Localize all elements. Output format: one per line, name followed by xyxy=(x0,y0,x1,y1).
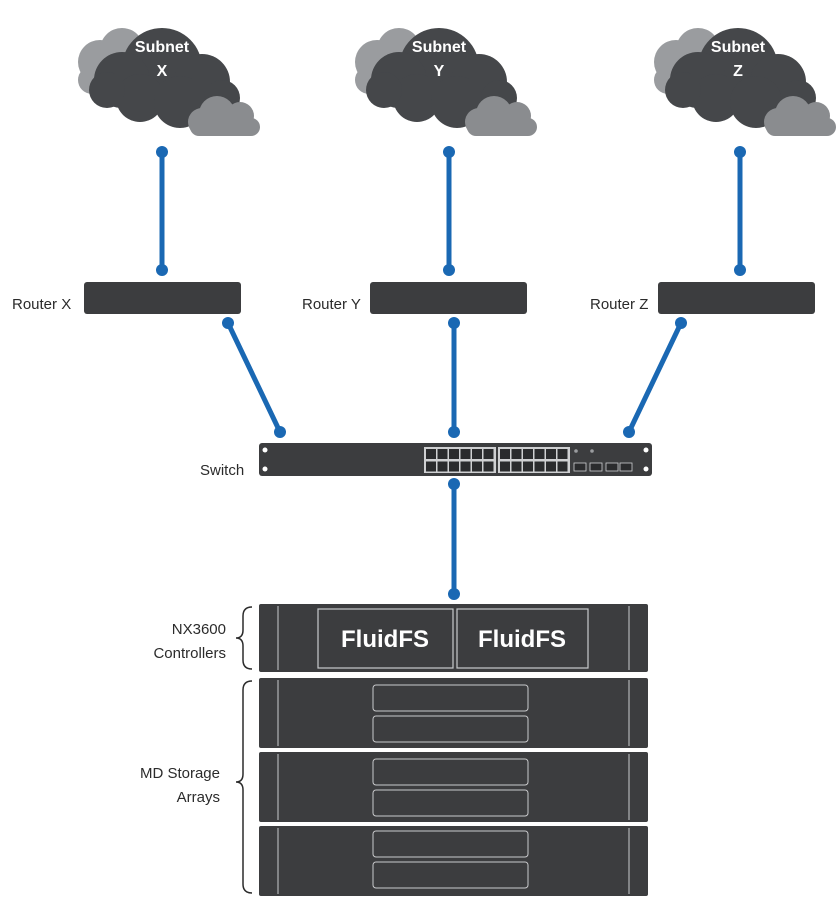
switch-port xyxy=(483,461,494,472)
endpoint-dot xyxy=(274,426,286,438)
endpoint-dot xyxy=(448,588,460,600)
router-y: Router Y xyxy=(302,282,527,314)
endpoint-dot xyxy=(443,146,455,158)
drive-bay xyxy=(372,715,529,743)
router-x-device xyxy=(84,282,241,314)
drive-bay xyxy=(372,830,529,858)
switch-port xyxy=(500,449,510,459)
drive-bay xyxy=(372,684,529,712)
subnet-z-label: Subnet xyxy=(711,39,766,56)
switch-port xyxy=(619,462,633,472)
router-z: Router Z xyxy=(590,282,815,314)
endpoint-dot xyxy=(623,426,635,438)
fluidfs-module-1-label: FluidFS xyxy=(341,626,429,653)
switch-port xyxy=(437,449,448,459)
router-x-label: Router X xyxy=(12,296,71,313)
drive-bay xyxy=(372,758,529,786)
router-z-label: Router Z xyxy=(590,296,648,313)
router-z-device xyxy=(658,282,815,314)
link-router-x-switch xyxy=(225,320,283,435)
fluidfs-module-2-label: FluidFS xyxy=(478,626,566,653)
storage-label-line1: MD Storage xyxy=(140,765,220,782)
switch-port xyxy=(483,449,494,459)
switch-port xyxy=(605,462,619,472)
switch-port xyxy=(546,461,556,472)
endpoint-dot xyxy=(156,264,168,276)
links xyxy=(159,149,743,597)
controllers-label-line2: Controllers xyxy=(153,645,226,662)
router-x: Router X xyxy=(12,282,241,314)
subnet-y-cloud: Subnet Y xyxy=(355,28,537,136)
chassis-rails xyxy=(277,606,630,670)
status-led xyxy=(590,449,594,453)
endpoint-dot xyxy=(156,146,168,158)
endpoint-dot xyxy=(448,426,460,438)
switch-port xyxy=(472,461,482,472)
switch-port xyxy=(449,461,459,472)
switch-port xyxy=(534,449,545,459)
switch-label: Switch xyxy=(200,462,244,479)
switch-mount-holes xyxy=(262,447,649,472)
drive-bay xyxy=(372,861,529,889)
router-y-label: Router Y xyxy=(302,296,361,313)
switch-ports xyxy=(424,447,633,473)
switch-port xyxy=(426,461,436,472)
switch-port xyxy=(460,449,471,459)
switch-port xyxy=(546,449,556,459)
endpoint-dot xyxy=(222,317,234,329)
subnet-x-letter: X xyxy=(157,63,168,80)
md-storage-arrays: MD Storage Arrays xyxy=(140,678,648,896)
drive-bay xyxy=(372,789,529,817)
switch-port xyxy=(557,449,568,459)
endpoint-dot xyxy=(448,317,460,329)
fluidfs-module-1 xyxy=(317,608,454,669)
storage-array-1 xyxy=(259,678,648,748)
endpoint-dot xyxy=(675,317,687,329)
switch-port xyxy=(511,461,522,472)
router-y-device xyxy=(370,282,527,314)
status-led xyxy=(574,449,578,453)
link-router-z-switch xyxy=(626,320,684,435)
endpoint-dot xyxy=(734,264,746,276)
subnet-y-label: Subnet xyxy=(412,39,467,56)
switch-port xyxy=(472,449,482,459)
subnet-x-label: Subnet xyxy=(135,39,190,56)
switch-port xyxy=(589,462,603,472)
endpoint-dot xyxy=(443,264,455,276)
storage-array-2 xyxy=(259,752,648,822)
switch-port xyxy=(573,462,587,472)
controllers-label-line1: NX3600 xyxy=(172,621,226,638)
subnet-y-letter: Y xyxy=(434,63,445,80)
switch-port xyxy=(460,461,471,472)
endpoint-dot xyxy=(734,146,746,158)
switch-port xyxy=(449,449,459,459)
endpoint-dot xyxy=(448,478,460,490)
switch-port xyxy=(523,449,533,459)
subnet-z-letter: Z xyxy=(733,63,743,80)
switch-port xyxy=(511,449,522,459)
fluidfs-module-2 xyxy=(456,608,589,669)
switch-port xyxy=(534,461,545,472)
switch-port xyxy=(426,449,436,459)
switch-port xyxy=(557,461,568,472)
storage-label-line2: Arrays xyxy=(177,789,220,806)
storage-brace xyxy=(235,680,253,894)
subnet-z-cloud: Subnet Z xyxy=(654,28,836,136)
switch: Switch xyxy=(200,443,652,479)
subnet-x-cloud: Subnet X xyxy=(78,28,260,136)
switch-port xyxy=(500,461,510,472)
switch-port xyxy=(437,461,448,472)
controllers-brace xyxy=(235,606,253,670)
switch-port xyxy=(523,461,533,472)
nx3600-controllers: FluidFS FluidFS NX3600 Controllers xyxy=(153,604,648,672)
storage-array-3 xyxy=(259,826,648,896)
link-endpoints xyxy=(156,146,746,600)
